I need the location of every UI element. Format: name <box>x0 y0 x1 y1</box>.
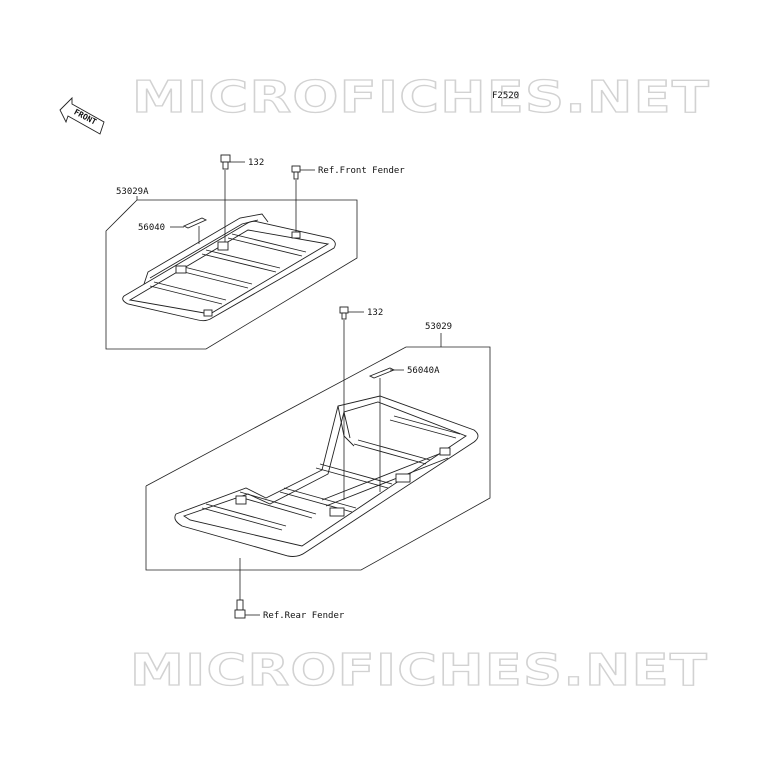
bolt-icon <box>234 599 246 619</box>
label-front-fender-ref: Ref.Front Fender <box>318 166 405 176</box>
rack-icon <box>122 213 336 322</box>
front-rack-frame <box>105 199 358 350</box>
figure-code: F2520 <box>492 91 519 101</box>
label-rear-fender-ref: Ref.Rear Fender <box>263 611 345 621</box>
label-front-decal: 56040 <box>138 223 165 233</box>
watermark-top: MICROFICHES.NET <box>132 72 710 123</box>
front-arrow-label: FRONT <box>72 107 98 126</box>
rack-icon <box>174 395 479 557</box>
label-rear-bolt: 132 <box>367 308 383 318</box>
front-arrow-icon: FRONT <box>59 96 105 135</box>
label-front-bolt: 132 <box>248 158 264 168</box>
bolt-icon <box>220 154 231 170</box>
label-rear-rack-assy: 53029 <box>425 322 452 332</box>
label-front-rack-assy: 53029A <box>116 187 149 197</box>
bolt-icon <box>291 165 301 180</box>
bolt-icon <box>339 306 349 320</box>
rear-rack-frame <box>145 346 491 571</box>
watermark-bottom: MICROFICHES.NET <box>130 645 708 696</box>
decal-icon <box>182 217 208 229</box>
decal-icon <box>368 367 396 379</box>
label-rear-decal: 56040A <box>407 366 440 376</box>
